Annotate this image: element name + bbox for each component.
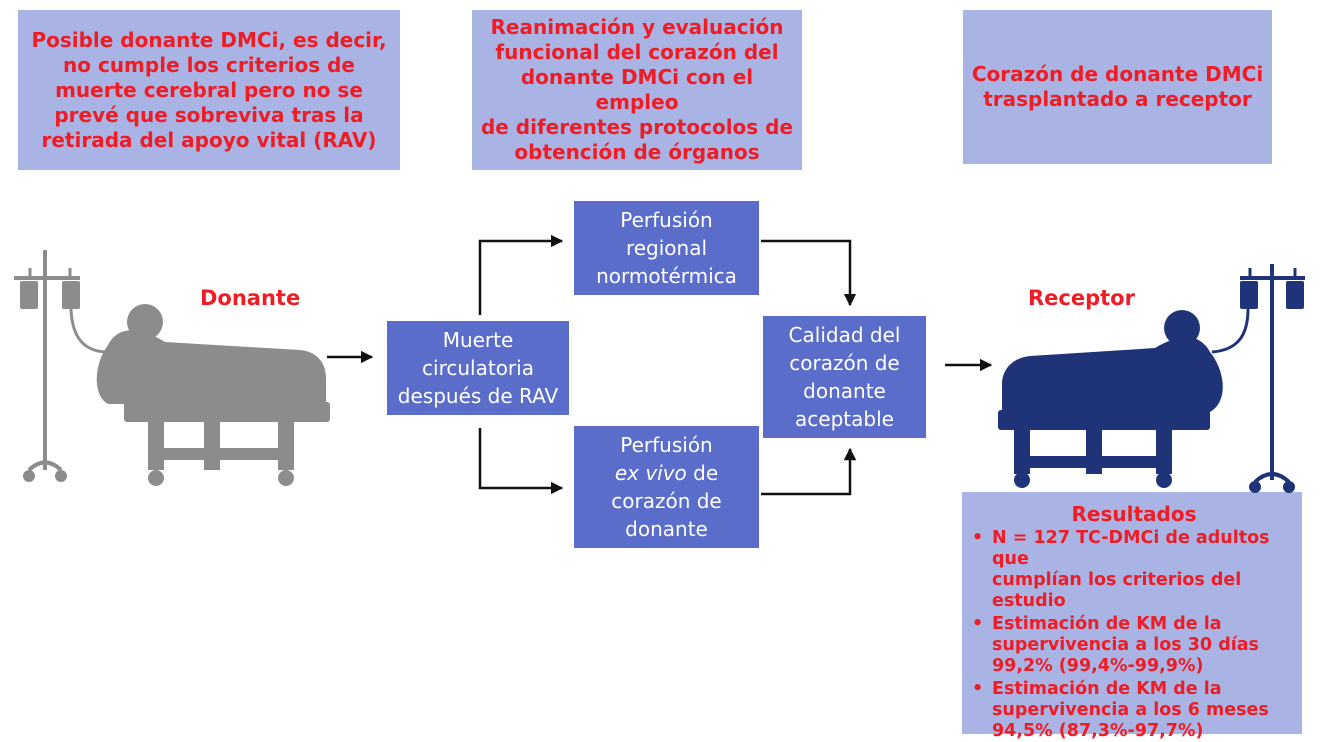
recipient-label: Receptor: [1028, 286, 1135, 310]
results-title: Resultados: [1071, 502, 1197, 526]
header-box-donor: Posible donante DMCi, es decir, no cumpl…: [18, 10, 400, 170]
node-circulatory-death: Muerte circulatoria después de RAV: [387, 321, 569, 415]
results-box: Resultados • N = 127 TC-DMCi de adultos …: [962, 492, 1302, 741]
arrow-exvivo-to-quality: [761, 447, 857, 496]
donor-label: Donante: [200, 286, 301, 310]
header-box-reanimation: Reanimación y evaluación funcional del c…: [472, 10, 802, 170]
header-box-transplant: Corazón de donante DMCi trasplantado a r…: [963, 10, 1272, 164]
recipient-patient-icon: [998, 264, 1305, 493]
node-exvivo-perfusion: Perfusión ex vivo de corazón de donante: [574, 426, 759, 548]
arrow-regional-to-quality: [761, 239, 857, 307]
results-item: • N = 127 TC-DMCi de adultos que cumplía…: [972, 528, 1270, 611]
flow-arrows: [327, 234, 993, 496]
donor-patient-icon: [14, 250, 330, 486]
node-acceptable-quality: Calidad del corazón de donante aceptable: [763, 316, 926, 438]
arrow-death-to-regional: [478, 234, 564, 315]
node-regional-perfusion: Perfusión regional normotérmica: [574, 201, 759, 295]
arrow-death-to-exvivo: [478, 428, 564, 495]
results-item: • Estimación de KM de la supervivencia a…: [972, 614, 1259, 676]
exvivo-line2: ex vivo de: [614, 461, 719, 485]
